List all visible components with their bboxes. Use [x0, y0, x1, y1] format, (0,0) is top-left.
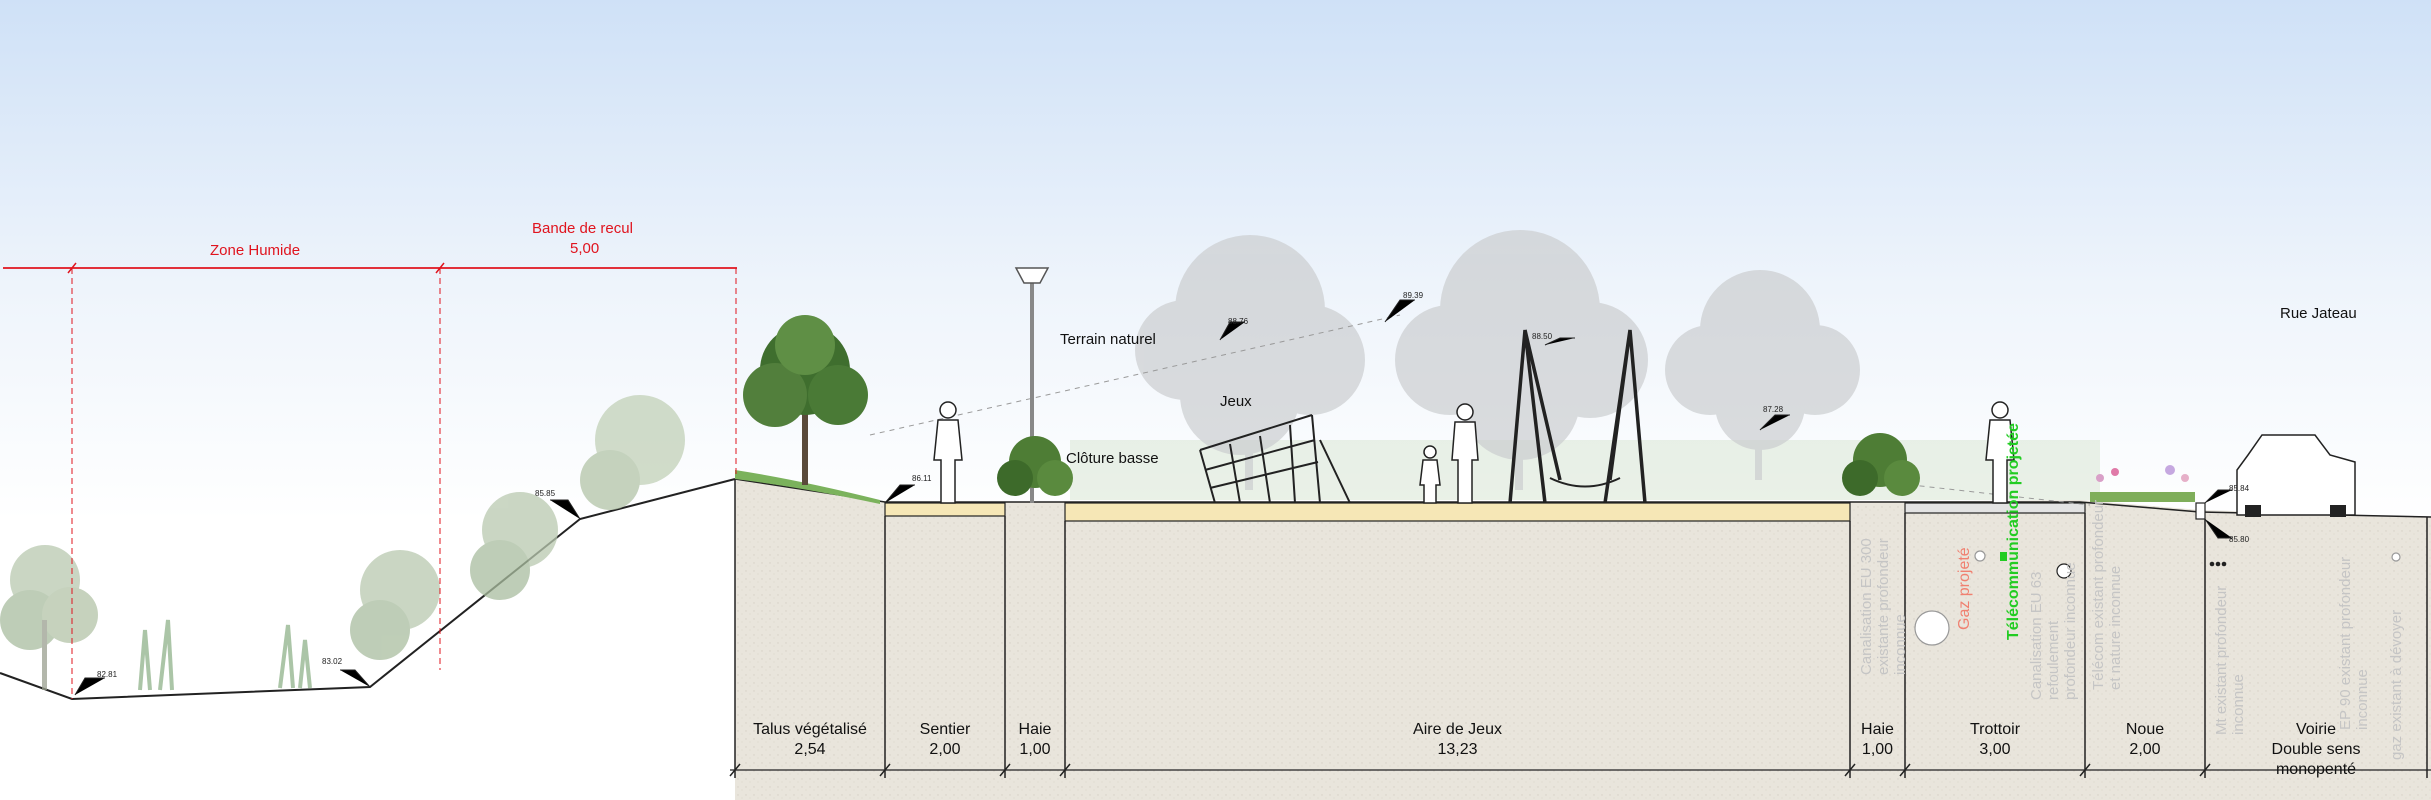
network-eu63-line2: refoulement: [2045, 620, 2062, 700]
cloture-basse-label: Clôture basse: [1066, 450, 1159, 467]
network-gaz-devoyer: gaz existant à dévoyer: [2388, 609, 2405, 760]
terrain-naturel-label: Terrain naturel: [1060, 331, 1156, 348]
segment-sentier-name: Sentier: [919, 721, 971, 738]
segment-noue: Noue 2,00: [2085, 720, 2205, 760]
segment-haie-left: Haie 1,00: [1005, 720, 1065, 760]
network-eu300-line2: existante profondeur: [1875, 538, 1892, 675]
car-wheel-2: [2330, 505, 2346, 517]
network-mt: Mt existant profondeur inconnue: [2213, 586, 2247, 735]
network-ep90-line1: EP 90 existant profondeur: [2337, 556, 2354, 730]
car-wheel: [2245, 505, 2261, 517]
segment-aire-de-jeux: Aire de Jeux 13,23: [1065, 720, 1850, 760]
bande-recul-value: 5,00: [570, 240, 600, 257]
rue-jateau-label: Rue Jateau: [2280, 305, 2357, 322]
segment-voirie-width: Double sens: [2271, 741, 2361, 758]
network-eu63: Canalisation EU 63 refoulement profondeu…: [2028, 562, 2079, 700]
elevation-8939: 89.39: [1403, 291, 1424, 300]
climbing-frame: [1199, 414, 1351, 504]
segment-trottoir-width: 3,00: [1979, 741, 2011, 758]
car: [2236, 434, 2356, 516]
segment-noue-width: 2,00: [2129, 741, 2161, 758]
elevation-8850: 88.50: [1532, 332, 1553, 341]
segment-voirie-name: Voirie: [2295, 721, 2337, 738]
network-telecom-existant-line2: et nature inconnue: [2107, 565, 2124, 690]
segment-separators: [734, 479, 2428, 778]
embankment-ground-left: [0, 479, 735, 800]
embankment-grass: [735, 470, 880, 504]
bande-recul-title: Bande de recul: [532, 220, 633, 237]
ghost-tree-1: [1135, 235, 1365, 490]
elevation-ticks: [74, 299, 2232, 696]
network-eu63-line1: Canalisation EU 63: [2028, 571, 2045, 700]
segment-haie-right-name: Haie: [1861, 721, 1894, 738]
segment-sentier: Sentier 2,00: [885, 720, 1005, 760]
network-eu300-line1: Canalisation EU 300: [1858, 538, 1875, 675]
curb: [2195, 502, 2206, 520]
segment-talus: Talus végétalisé 2,54: [735, 720, 885, 760]
mt-cable-marker: [2209, 561, 2227, 567]
wetland-vegetation: [0, 395, 685, 691]
person-child: [1419, 445, 1441, 504]
segment-trottoir: Trottoir 3,00: [1905, 720, 2085, 760]
person-trottoir: [1985, 401, 2015, 504]
elevation-8302: 83.02: [322, 657, 343, 666]
tree-embankment: [743, 315, 868, 485]
network-ep90: EP 90 existant profondeur inconnue: [2337, 557, 2371, 730]
segment-noue-name: Noue: [2125, 721, 2165, 738]
hedge-left: [997, 436, 1073, 496]
swing-frame: [1508, 329, 1647, 504]
elevation-8585: 85.85: [535, 489, 556, 498]
segment-aire-de-jeux-name: Aire de Jeux: [1413, 721, 1502, 738]
segment-haie-right: Haie 1,00: [1850, 720, 1905, 760]
network-telecom-projetee: Télécommunication projetée: [2005, 423, 2022, 640]
segment-haie-left-name: Haie: [1018, 721, 1052, 738]
network-telecom-existant-line1: Télécom existant profondeur: [2090, 499, 2107, 690]
elevation-8876: 88.76: [1228, 317, 1249, 326]
street-lamp: [1014, 267, 1050, 503]
elevation-8728: 87.28: [1763, 405, 1784, 414]
segment-haie-right-width: 1,00: [1861, 741, 1894, 758]
segment-trottoir-name: Trottoir: [1969, 721, 2021, 738]
segment-talus-width: 2,54: [794, 741, 826, 758]
elevation-8584: 85.84: [2229, 484, 2250, 493]
segment-talus-name: Talus végétalisé: [753, 721, 867, 738]
terrain-naturel-line: [869, 314, 1401, 436]
person-parent: [1451, 403, 1479, 504]
elevation-8281: 82.81: [97, 670, 118, 679]
jeux-label: Jeux: [1220, 393, 1252, 410]
segment-sentier-width: 2,00: [929, 741, 961, 758]
elevation-8611: 86.11: [912, 474, 932, 483]
network-mt-line1: Mt existant profondeur: [2213, 585, 2230, 735]
segment-voirie-extra: monopenté: [2275, 761, 2357, 778]
segment-voirie: Voirie Double sens monopenté: [2205, 720, 2427, 780]
zone-humide-label: Zone Humide: [210, 242, 301, 259]
network-telecom-existant: Télécom existant profondeur et nature in…: [2090, 500, 2124, 690]
zone-dimension: [3, 262, 737, 699]
segment-haie-left-width: 1,00: [1019, 741, 1051, 758]
network-gaz-projete: Gaz projeté: [1956, 547, 1973, 630]
ghost-tree-3: [1665, 270, 1860, 480]
person-sentier: [933, 401, 963, 504]
network-mt-line2: inconnue: [2230, 674, 2247, 735]
segment-aire-de-jeux-width: 13,23: [1437, 741, 1478, 758]
network-eu63-line3: profondeur inconnue: [2062, 562, 2079, 700]
network-eu300-line3: inconnue: [1892, 614, 1909, 675]
noue-flowers: [2090, 465, 2195, 502]
telecom-pipe-marker: [2000, 552, 2007, 561]
elevation-8580: 85.80: [2229, 535, 2250, 544]
network-eu300: Canalisation EU 300 existante profondeur…: [1858, 538, 1909, 675]
ghost-trees: [1135, 230, 1860, 490]
network-ep90-line2: inconnue: [2354, 669, 2371, 730]
networks-pipes: [1914, 550, 2401, 646]
person-silhouettes: [933, 401, 2015, 504]
hedge-right: [1842, 433, 1920, 496]
dimension-ticks: [729, 763, 2211, 777]
